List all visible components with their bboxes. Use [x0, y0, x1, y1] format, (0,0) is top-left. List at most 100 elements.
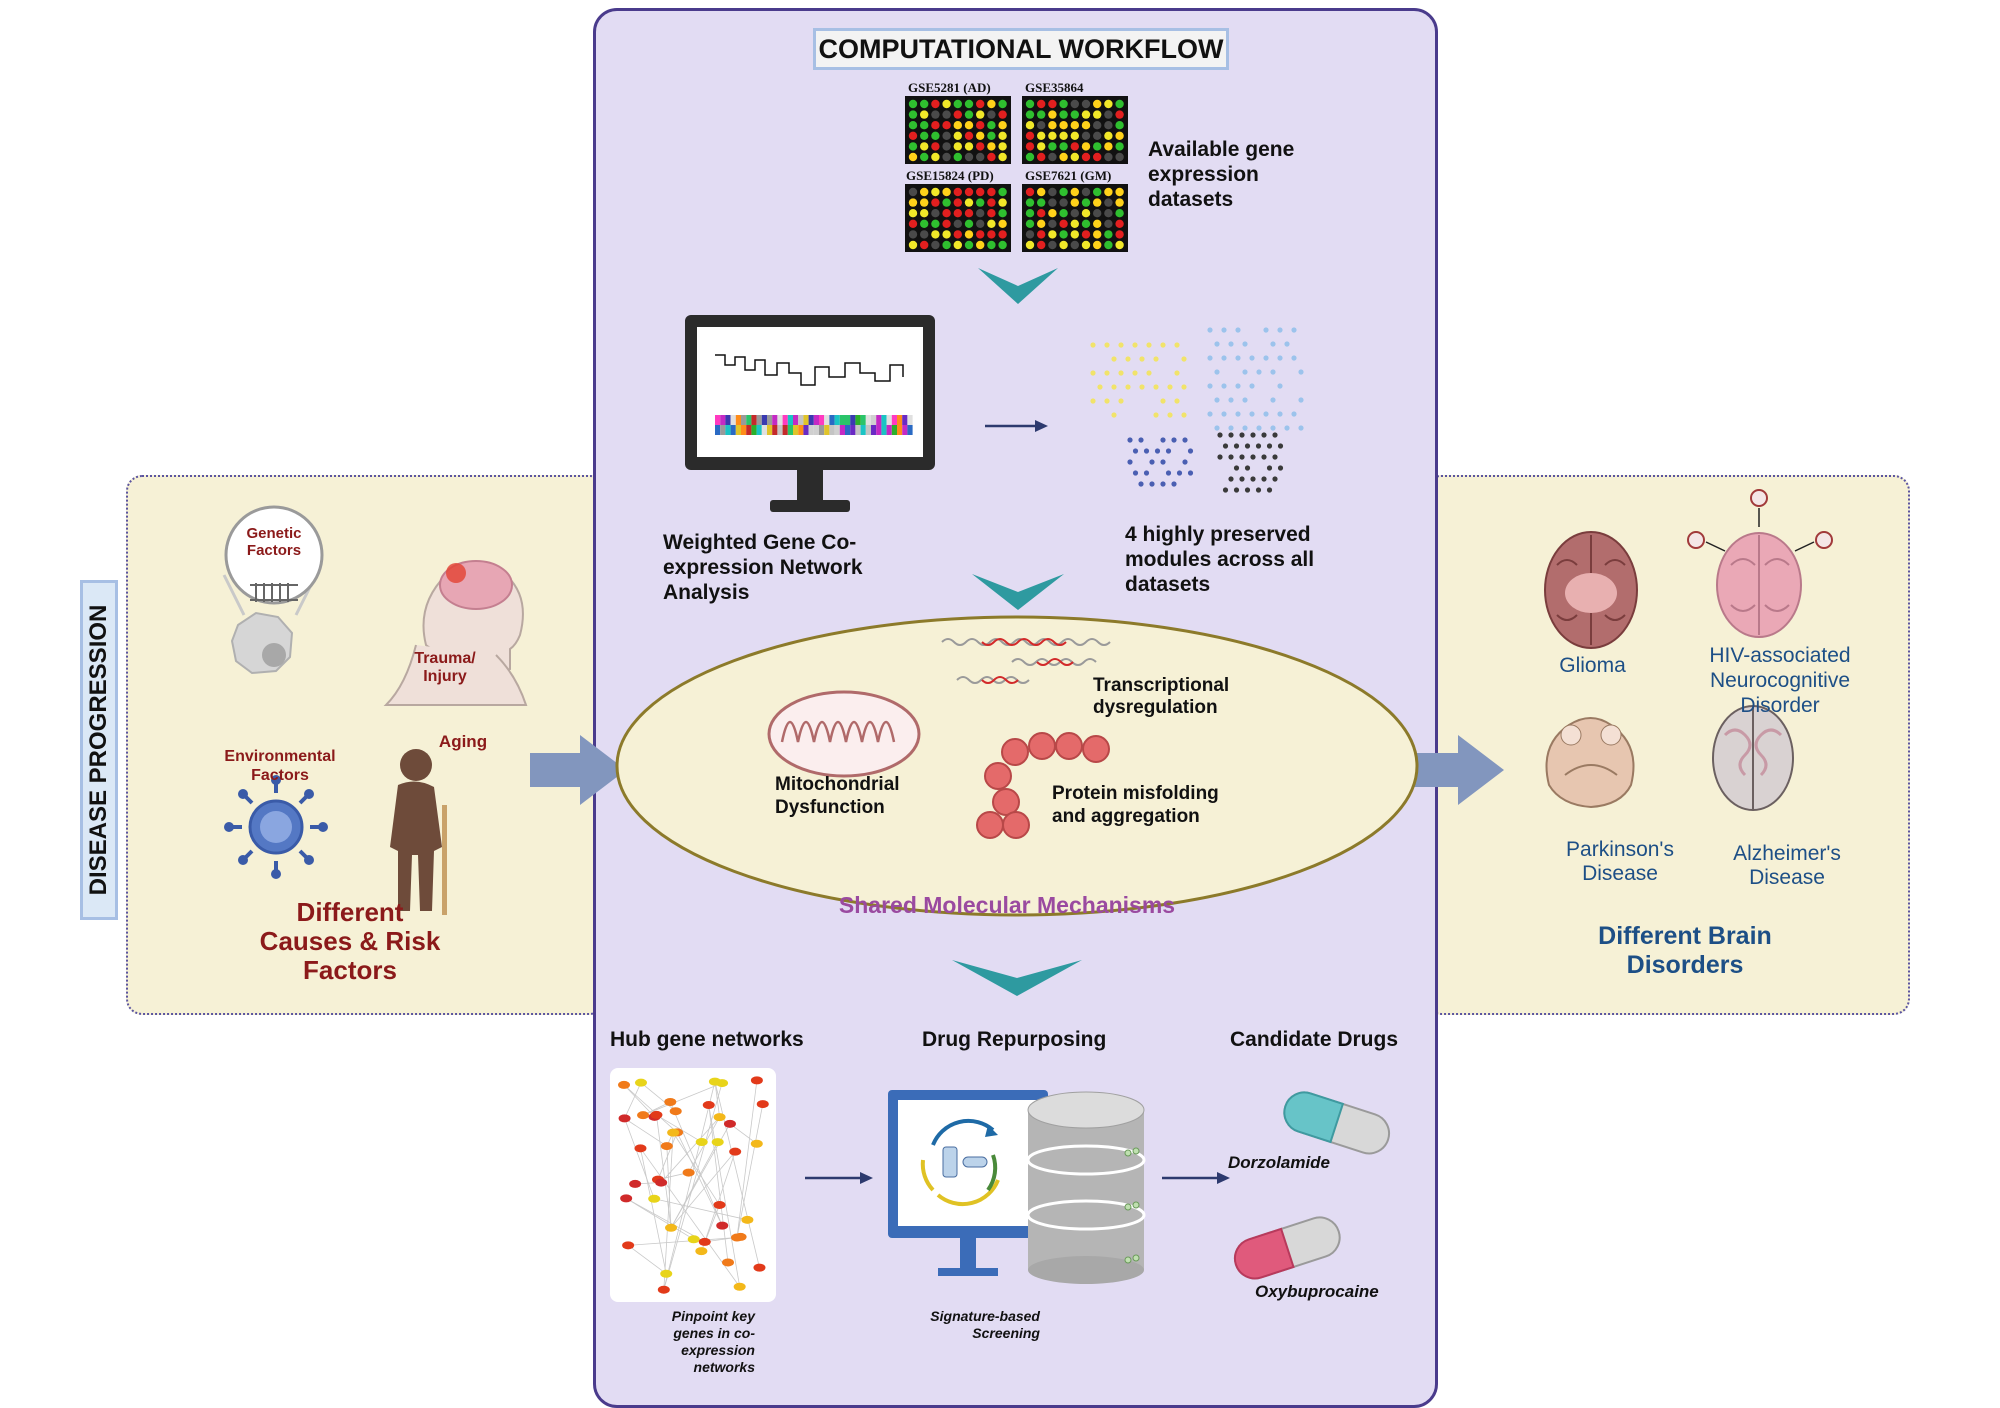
genetic-bubble: [224, 505, 324, 605]
drug-1-label: Dorzolamide: [1228, 1153, 1331, 1172]
drug-caption-line-1: Signature-based: [930, 1308, 1040, 1324]
virus-particle-icon: [1687, 489, 1833, 549]
datasets-caption: Available gene expression datasets: [1148, 137, 1294, 212]
drug-title: Drug Repurposing: [922, 1028, 1107, 1051]
disease-progression-label: DISEASE PROGRESSION: [80, 580, 118, 920]
alzheimers-line-2: Disease: [1749, 866, 1825, 889]
hub-caption: Pinpoint key genes in co- expression net…: [645, 1308, 755, 1376]
dataset-label-2: GSE35864: [1025, 80, 1084, 95]
capsule-1-icon: [1283, 1091, 1391, 1155]
screening-monitor-icon: [888, 1090, 1048, 1276]
alzheimers-label: Alzheimer's Disease: [1722, 842, 1852, 890]
parkinsons-line-1: Parkinson's: [1566, 838, 1674, 861]
hub-caption-line-2: genes in co-: [673, 1325, 755, 1341]
environmental-line-1: Environmental: [224, 748, 336, 765]
disorders-illustrations: [1544, 489, 1833, 811]
alzheimers-line-1: Alzheimer's: [1733, 842, 1841, 865]
genetic-line-2: Factors: [246, 542, 302, 559]
transcriptional-line-2: dysregulation: [1093, 697, 1218, 718]
environmental-line-2: Factors: [251, 767, 309, 784]
wgcna-caption-line-3: Analysis: [663, 581, 750, 604]
mitochondrial-label: Mitochondrial Dysfunction: [775, 773, 900, 819]
transcriptional-label: Transcriptional dysregulation: [1093, 675, 1229, 719]
hub-caption-line-3: expression: [681, 1342, 755, 1358]
dna-icon: [250, 583, 298, 602]
hiv-line-1: HIV-associated: [1709, 644, 1851, 667]
virus-icon: [224, 775, 328, 879]
dna-strands-icon: [941, 638, 1111, 684]
drug-caption-line-2: Screening: [972, 1325, 1040, 1341]
infection-arrows: [1705, 508, 1815, 552]
causes-panel: [126, 475, 606, 1015]
module-yellow: [1090, 342, 1187, 418]
module-color-bars: [715, 415, 913, 435]
disorders-heading-line-2: Disorders: [1626, 951, 1744, 979]
protein-line-2: and aggregation: [1052, 806, 1200, 827]
candidates-title: Candidate Drugs: [1230, 1028, 1399, 1051]
genetic-factors-label: Genetic Factors: [224, 525, 324, 559]
transcriptional-line-1: Transcriptional: [1093, 675, 1230, 696]
protein-line-1: Protein misfolding: [1052, 783, 1219, 804]
wgcna-arrow: [985, 420, 1048, 432]
mitochondrial-line-2: Dysfunction: [775, 797, 885, 818]
database-icon: [1026, 1091, 1146, 1284]
dataset-label-4: GSE7621 (GM): [1025, 168, 1112, 183]
trauma-line-2: Injury: [423, 668, 467, 685]
wgcna-caption-line-1: Weighted Gene Co-: [663, 531, 857, 554]
wgcna-caption: Weighted Gene Co- expression Network Ana…: [663, 530, 863, 605]
hub-caption-line-4: networks: [693, 1359, 755, 1375]
glioma-label: Glioma: [1559, 654, 1626, 677]
mitochondrion-icon: [767, 690, 921, 778]
hiv-label: HIV-associated Neurocognitive Disorder: [1680, 643, 1880, 718]
hiv-line-3: Disorder: [1740, 694, 1820, 717]
screen-to-drugs-arrow: [1162, 1172, 1230, 1184]
causes-heading-line-3: Factors: [303, 955, 397, 985]
mechanisms-ellipse: [615, 615, 1419, 917]
right-big-arrow: [1408, 735, 1504, 805]
datasets-caption-line-3: datasets: [1148, 188, 1234, 211]
modules-caption: 4 highly preserved modules across all da…: [1125, 522, 1314, 597]
left-big-arrow: [530, 735, 626, 805]
disorders-heading: Different Brain Disorders: [1570, 922, 1800, 980]
capsule-2-icon: [1233, 1216, 1341, 1280]
drug-screening-illustration: [888, 1090, 1146, 1284]
microarray-grids: [905, 96, 1128, 252]
modules-caption-line-2: modules across all: [1125, 548, 1315, 571]
module-black: [1217, 432, 1284, 493]
trauma-head-icon: [383, 560, 528, 706]
hub-network-card: [610, 1068, 776, 1302]
modules-caption-line-1: 4 highly preserved: [1125, 523, 1311, 546]
genetic-line-1: Genetic: [246, 525, 302, 542]
disorders-panel: [1425, 475, 1910, 1015]
hub-network-graph: [618, 1076, 769, 1294]
datasets-caption-line-1: Available gene: [1148, 138, 1295, 161]
disorders-heading-line-1: Different Brain: [1598, 922, 1772, 950]
environmental-label: Environmental Factors: [210, 747, 350, 785]
protein-label: Protein misfolding and aggregation: [1052, 782, 1219, 828]
hub-title: Hub gene networks: [610, 1028, 804, 1051]
trauma-line-1: Trauma/: [414, 650, 476, 667]
wgcna-caption-line-2: expression Network: [663, 556, 863, 579]
wgcna-monitor: [685, 315, 935, 512]
parkinsons-line-2: Disease: [1582, 862, 1658, 885]
drug-2-label: Oxybuprocaine: [1255, 1282, 1379, 1301]
workflow-title: COMPUTATIONAL WORKFLOW: [813, 28, 1229, 70]
mechanisms-title: Shared Molecular Mechanisms: [838, 892, 1176, 918]
hub-to-screen-arrow: [805, 1172, 873, 1184]
hiv-line-2: Neurocognitive: [1709, 669, 1851, 692]
drug-caption: Signature-based Screening: [900, 1308, 1040, 1342]
dataset-label-1: GSE5281 (AD): [908, 80, 991, 95]
alzheimers-brain-icon: [1712, 705, 1794, 811]
causes-heading: Different Causes & Risk Factors: [225, 898, 475, 985]
causes-heading-line-1: Different: [296, 897, 404, 927]
parkinsons-label: Parkinson's Disease: [1555, 838, 1685, 886]
module-blue: [1127, 437, 1194, 487]
modules-caption-line-3: datasets: [1125, 573, 1211, 596]
causes-illustrations: [222, 505, 528, 915]
glioma-brain-icon: [1544, 531, 1638, 649]
chevron-1: [978, 268, 1058, 304]
datasets-caption-line-2: expression: [1148, 163, 1259, 186]
cell-icon: [222, 574, 318, 675]
dataset-label-3: GSE15824 (PD): [906, 168, 994, 183]
disease-progression-text: DISEASE PROGRESSION: [85, 604, 112, 896]
